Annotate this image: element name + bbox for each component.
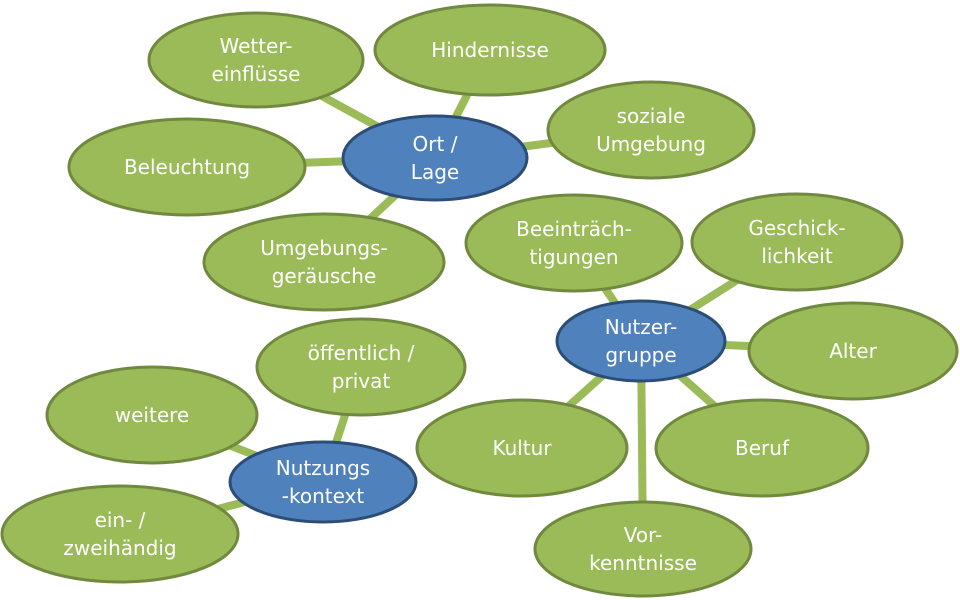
alter-label-line-1: Alter [829,339,877,363]
topic-node-beleuchtung: Beleuchtung [67,117,307,217]
mind-map-nodes: Wetter-einflüsse Hindernisse sozialeUmgebu… [0,3,959,598]
vorkenntnisse-ellipse [533,500,753,598]
einhaendig-label-line-2: zweihändig [63,536,176,560]
einhaendig-label-line-1: ein- / [95,508,146,532]
nutzer-ellipse [555,299,727,383]
nutzer-label-line-1: Nutzer- [605,315,677,339]
wetter-label-line-1: Wetter- [219,34,292,58]
hindernisse-ellipse [373,3,607,97]
ort-ellipse [341,114,529,202]
topic-node-oeffentlich: öffentlich / privat [255,317,467,417]
beleuchtung-ellipse [67,117,307,217]
wetter-ellipse [147,11,365,109]
umgebungsgeraeusche-label-line-2: geräusche [272,264,377,288]
oeffentlich-ellipse [255,317,467,417]
umgebungsgeraeusche-ellipse [202,212,446,312]
weitere-label-line-1: weitere [115,403,189,427]
topic-node-vorkenntnisse: Vor-kenntnisse [533,500,753,598]
hindernisse-label-line-1: Hindernisse [431,38,549,62]
vorkenntnisse-label-line-1: Vor- [624,523,663,547]
umgebungsgeraeusche-label-line-1: Umgebungs- [260,236,388,260]
beeintraechtigungen-label-line-2: tigungen [529,245,618,269]
soziale-ellipse [546,80,756,180]
topic-node-wetter: Wetter-einflüsse [147,11,365,109]
geschicklichkeit-ellipse [690,192,904,292]
alter-ellipse [747,301,959,401]
soziale-label-line-1: soziale [617,104,686,128]
topic-node-hindernisse: Hindernisse [373,3,607,97]
beruf-label-line-1: Beruf [735,436,790,460]
nutzer-label-line-2: gruppe [605,343,676,367]
beeintraechtigungen-label-line-1: Beeinträch- [516,217,632,241]
weitere-ellipse [45,365,259,465]
topic-node-einhaendig: ein- / zweihändig [0,484,240,584]
kultur-ellipse [415,398,629,498]
geschicklichkeit-label-line-1: Geschick- [748,216,845,240]
topic-node-alter: Alter [747,301,959,401]
geschicklichkeit-label-line-2: lichkeit [761,244,833,268]
kultur-label-line-1: Kultur [492,436,552,460]
topic-node-beruf: Beruf [654,398,870,498]
ort-label-line-1: Ort / [413,132,458,156]
topic-node-beeintraechtigungen: Beeinträch-tigungen [464,193,684,293]
soziale-label-line-2: Umgebung [596,132,706,156]
oeffentlich-label-line-1: öffentlich / [308,341,415,365]
kontext-label-line-2: -kontext [282,484,365,508]
ort-label-line-2: Lage [411,160,459,184]
hub-node-kontext: Nutzungs -kontext [228,440,418,524]
oeffentlich-label-line-2: privat [332,369,391,393]
vorkenntnisse-label-line-2: kenntnisse [589,551,697,575]
topic-node-umgebungsgeraeusche: Umgebungs-geräusche [202,212,446,312]
topic-node-geschicklichkeit: Geschick-lichkeit [690,192,904,292]
einhaendig-ellipse [0,484,240,584]
wetter-label-line-2: einflüsse [212,62,301,86]
kontext-label-line-1: Nutzungs [276,456,370,480]
beleuchtung-label-line-1: Beleuchtung [124,155,250,179]
hub-node-nutzer: Nutzer-gruppe [555,299,727,383]
topic-node-weitere: weitere [45,365,259,465]
beruf-ellipse [654,398,870,498]
kontext-ellipse [228,440,418,524]
hub-node-ort: Ort / Lage [341,114,529,202]
beeintraechtigungen-ellipse [464,193,684,293]
topic-node-kultur: Kultur [415,398,629,498]
